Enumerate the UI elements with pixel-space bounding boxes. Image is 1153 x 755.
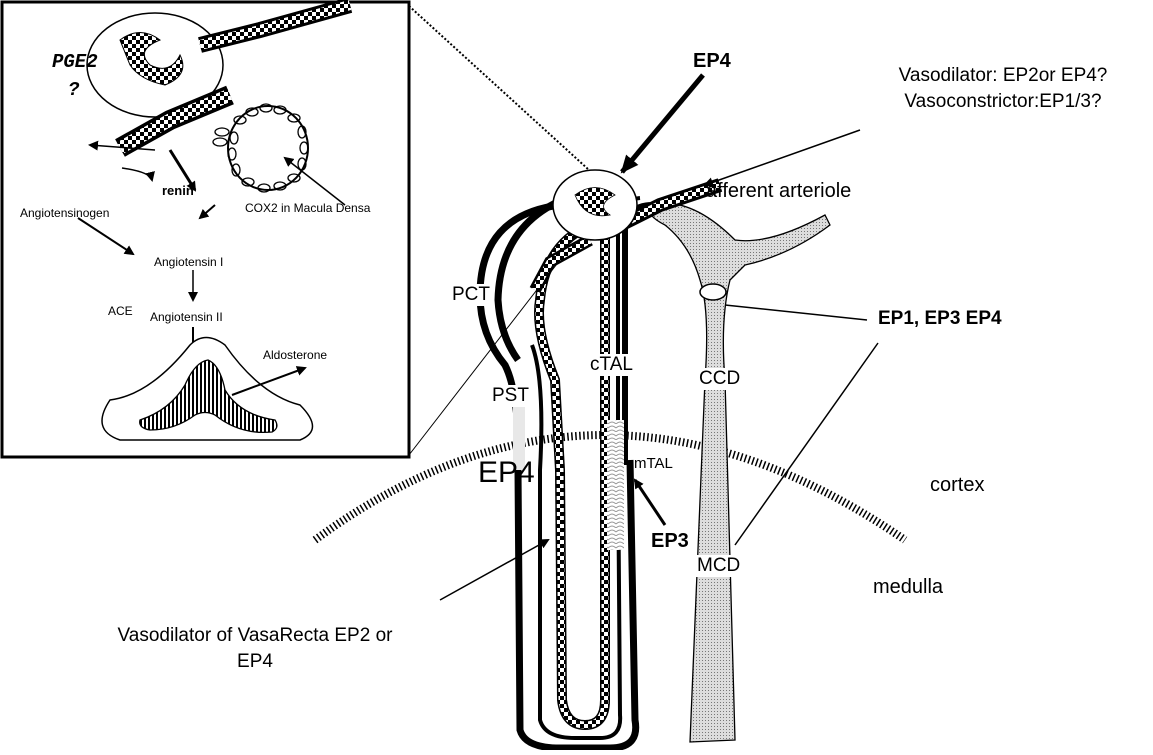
ctal-label: cTAL — [588, 354, 635, 376]
vasoconstrictor-label: Vasoconstrictor:EP1/3? — [868, 91, 1138, 113]
ep4-large-label: EP4 — [478, 456, 535, 491]
mcd-label: MCD — [695, 555, 742, 577]
ccd-label: CCD — [697, 368, 742, 390]
vasodilator-label: Vasodilator: EP2or EP4? — [868, 65, 1138, 87]
renin-label: renin — [162, 184, 194, 199]
vasarecta-label-line1: Vasodilator of VasaRecta EP2 or — [75, 625, 435, 647]
ep3-label: EP3 — [651, 530, 689, 553]
cox2-label: COX2 in Macula Densa — [245, 202, 370, 216]
pge2-question-mark: ? — [68, 80, 79, 102]
pct-label: PCT — [450, 284, 492, 306]
ep1-ep3-ep4-label: EP1, EP3 EP4 — [878, 308, 1002, 330]
medulla-label: medulla — [873, 576, 943, 599]
angiotensin-2-label: Angiotensin II — [150, 311, 223, 325]
ep4-top-label: EP4 — [693, 50, 731, 73]
pst-label: PST — [490, 385, 531, 407]
ace-label: ACE — [108, 305, 133, 319]
angiotensin-1-label: Angiotensin I — [154, 256, 223, 270]
collecting-duct — [649, 203, 830, 742]
vasarecta-label-line2: EP4 — [75, 651, 435, 673]
aldosterone-label: Aldosterone — [263, 349, 327, 363]
angiotensinogen-label: Angiotensinogen — [20, 207, 109, 221]
mtal-label: mTAL — [634, 455, 673, 472]
cortex-label: cortex — [930, 474, 984, 497]
afferent-arteriole-label: afferent arteriole — [706, 180, 851, 203]
pge2-label: PGE2 — [52, 52, 98, 74]
inset-macula-densa — [228, 106, 308, 190]
